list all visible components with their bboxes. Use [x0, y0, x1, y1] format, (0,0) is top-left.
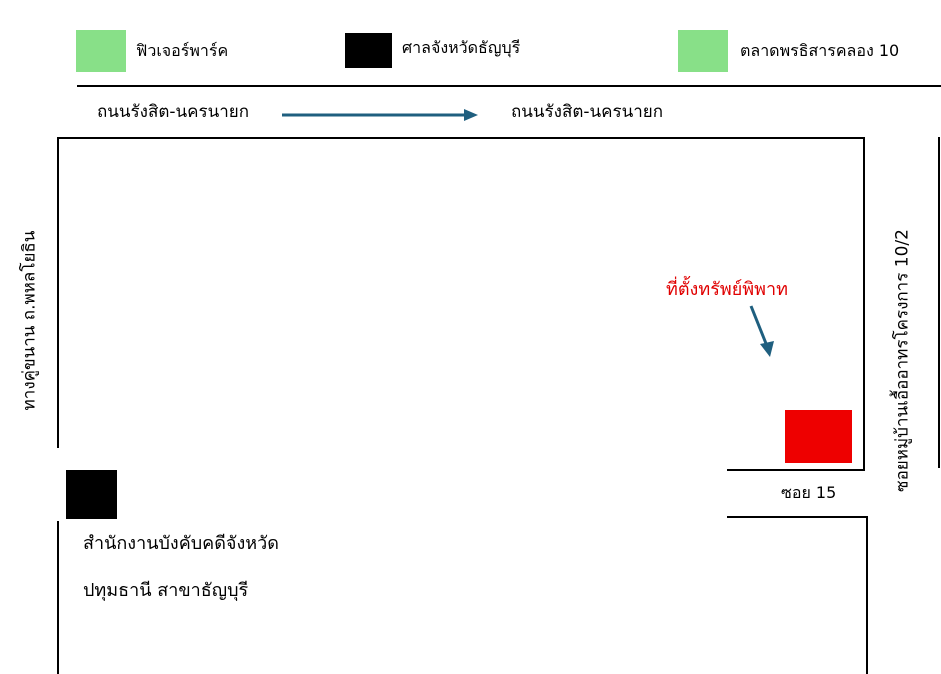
- property-pointer-arrow-icon: [749, 305, 774, 357]
- main-road-label-left: ถนนรังสิต-นครนายก: [97, 102, 250, 122]
- direction-arrow-icon: [282, 109, 478, 121]
- legend-swatch-market: [678, 30, 728, 72]
- office-marker: [66, 470, 117, 519]
- block-left-line-upper: [57, 137, 59, 448]
- soi-label: ซอย 15: [781, 483, 837, 502]
- office-label-line2: ปทุมธานี สาขาธัญบุรี: [83, 580, 249, 601]
- block-left-line-lower: [57, 521, 59, 674]
- office-label-line1: สำนักงานบังคับคดีจังหวัด: [83, 533, 279, 554]
- block-top-line: [57, 137, 865, 139]
- legend-swatch-court: [345, 33, 392, 68]
- side-road-label-left: ทางคู่ขนาน ถ.พหลโยธิน: [19, 230, 40, 411]
- legend-label-market: ตลาดพรธิสารคลอง 10: [740, 41, 900, 60]
- main-road-label-right: ถนนรังสิต-นครนายก: [511, 102, 664, 122]
- soi-bottom-line: [727, 516, 868, 518]
- legend-label-court: ศาลจังหวัดธัญบุรี: [402, 38, 521, 57]
- block-right-line-lower: [866, 516, 868, 674]
- soi-top-line: [727, 469, 865, 471]
- legend-label-future-park: ฟิวเจอร์พาร์ค: [136, 41, 229, 60]
- block-right-line-upper: [863, 137, 865, 471]
- side-road-right-line: [938, 137, 940, 468]
- main-road-top-line: [77, 85, 941, 87]
- property-marker: [785, 410, 852, 463]
- side-road-label-right: ซอยหมู่บ้านเอื้ออาทรโครงการ 10/2: [892, 229, 913, 492]
- property-label: ที่ตั้งทรัพย์พิพาท: [666, 279, 788, 300]
- legend-swatch-future-park: [76, 30, 126, 72]
